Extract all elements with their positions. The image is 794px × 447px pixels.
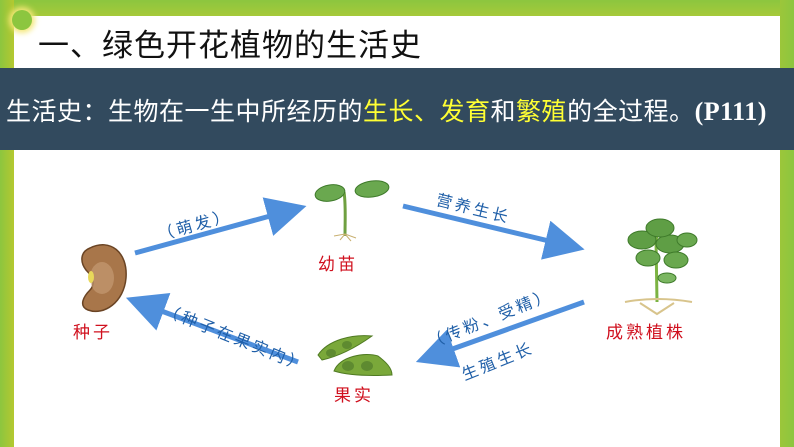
stage-mature-plant-label: 成熟植株 (606, 323, 686, 343)
definition-text: 生活史：生物在一生中所经历的生长、发育和繁殖的全过程。(P111) (6, 92, 767, 128)
definition-prefix: 生活史：生物在一生中所经历的 (6, 97, 364, 126)
arrow-reproductive-growth (415, 299, 585, 368)
frame-top-border (0, 0, 794, 16)
bean-pod-fruit-icon (317, 335, 393, 376)
bean-seed-icon (81, 244, 127, 313)
stage-fruit-label: 果实 (334, 386, 374, 406)
arrow-vegetative-growth (402, 203, 585, 260)
arrow-seed-in-fruit (125, 293, 299, 365)
highlight-reproduction: 繁殖 (516, 97, 568, 126)
highlight-growth-development: 生长、发育 (363, 97, 491, 126)
page-reference: (P111) (694, 97, 767, 126)
arrow-germination (134, 197, 307, 256)
mature-plant-icon (624, 218, 698, 316)
definition-band (0, 68, 794, 150)
corner-dot-decoration (12, 10, 32, 30)
stage-seed-label: 种子 (73, 323, 113, 343)
slide-title: 一、绿色开花植物的生活史 (38, 28, 422, 64)
stage-seedling-label: 幼苗 (318, 255, 358, 275)
definition-suffix: 的全过程。 (567, 97, 695, 126)
seedling-icon (314, 180, 390, 242)
definition-conj: 和 (490, 97, 517, 126)
